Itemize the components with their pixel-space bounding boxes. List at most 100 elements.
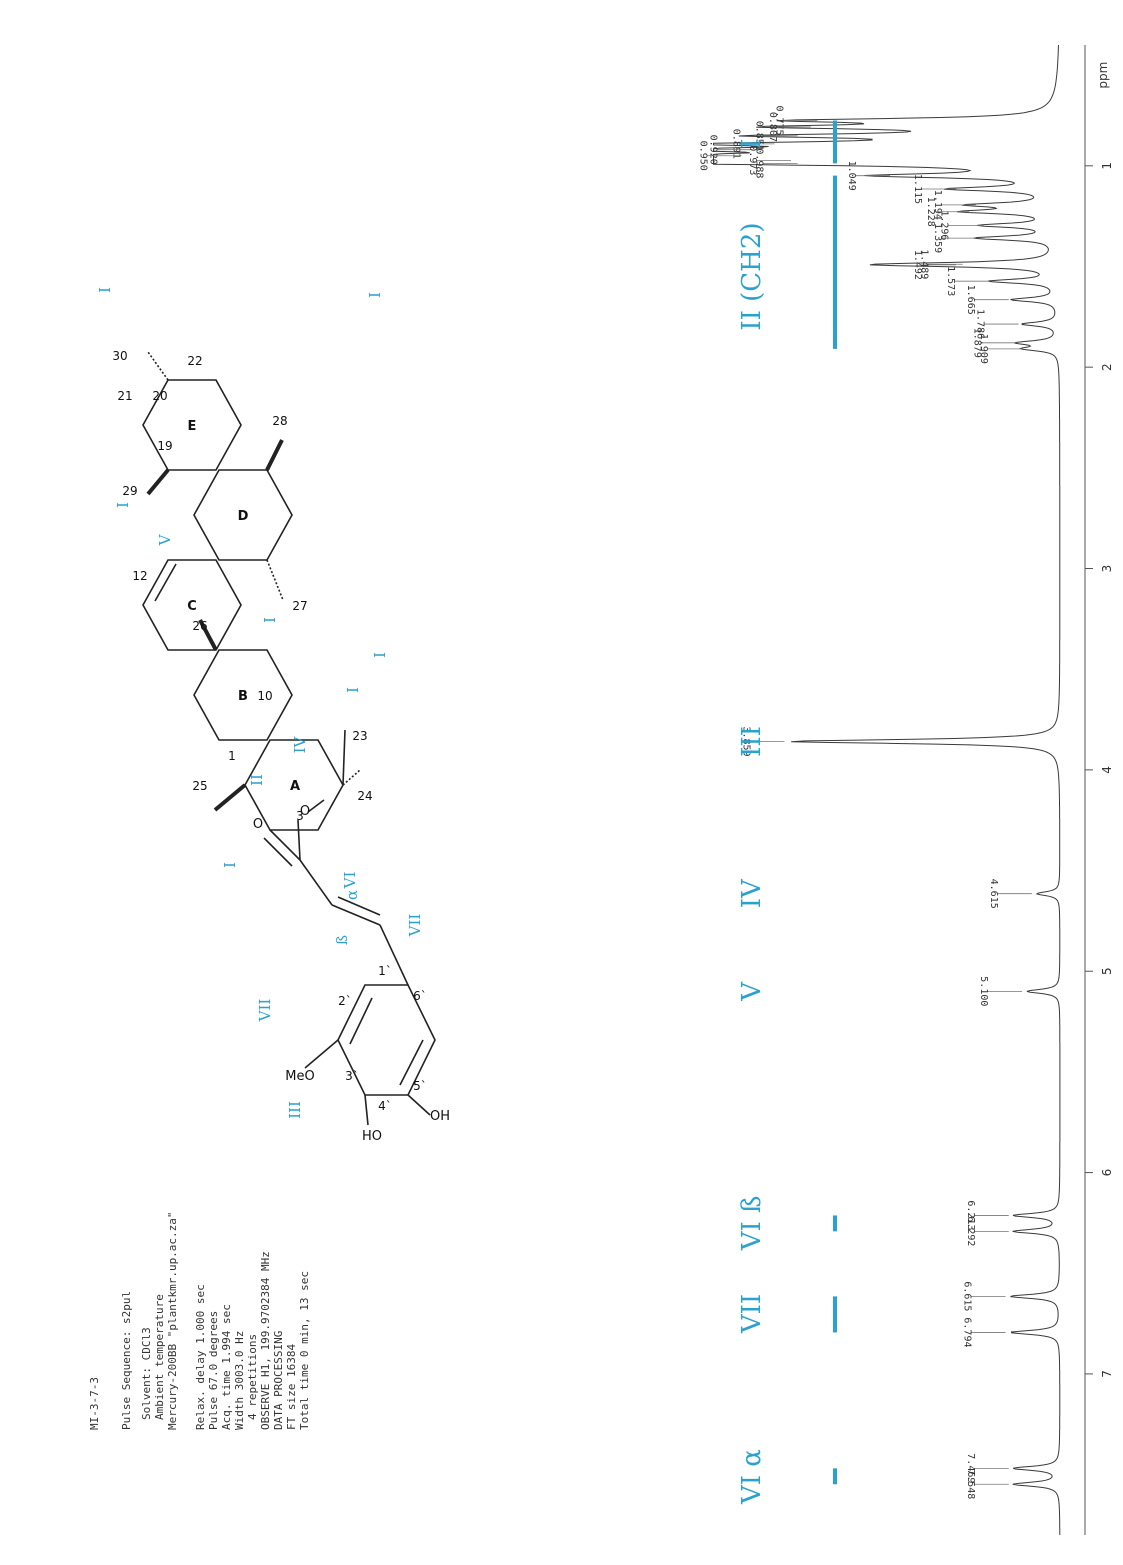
pulse: Pulse 67.0 degrees xyxy=(207,1311,220,1430)
ring-d xyxy=(193,469,293,561)
carbon-number: 26 xyxy=(192,619,207,633)
structure-labels: ABCDE1310121920212223242526272829301`2`3… xyxy=(96,287,450,1144)
structure-annotation: I xyxy=(221,862,239,868)
carbon-number: 12 xyxy=(132,569,147,583)
methyl-30 xyxy=(147,351,169,381)
ring-label: E xyxy=(188,419,197,434)
ester-bond xyxy=(297,819,301,861)
carbonyl-bond xyxy=(269,829,301,861)
carbon-number: 27 xyxy=(292,599,307,613)
assignment-label: V xyxy=(737,981,767,1002)
peak-label: 7.548 xyxy=(965,1469,976,1499)
group-label: OH xyxy=(430,1109,450,1124)
spectrum-trace xyxy=(713,44,1061,1535)
peak-label: 1.492 xyxy=(912,250,923,280)
structure-annotation: I xyxy=(114,502,132,508)
assignment-label: I xyxy=(737,139,767,149)
group-label: HO xyxy=(362,1129,382,1144)
carbon-number: 3 xyxy=(296,809,304,823)
structure-annotation: ß xyxy=(333,935,351,945)
carbon-number: 5` xyxy=(413,1079,427,1093)
carbon-number: 1 xyxy=(228,749,236,763)
group-label: O xyxy=(253,817,263,832)
repetitions: 4 repetitions xyxy=(246,1334,259,1420)
peak-label: 0.950 xyxy=(698,141,709,171)
peak-label: 7.469 xyxy=(965,1453,976,1483)
peak-label: 1.296 xyxy=(938,210,949,240)
peak-label: 0.988 xyxy=(754,148,765,178)
axis-tick-label: 1 xyxy=(1100,162,1114,170)
carbon-number: 25 xyxy=(192,779,207,793)
ft-size: FT size 16384 xyxy=(285,1344,298,1430)
group-label: O xyxy=(300,804,310,819)
methyl-28 xyxy=(265,439,284,471)
structure-annotation: IV xyxy=(291,735,309,753)
ring-c xyxy=(142,559,242,651)
structure-annotation: α xyxy=(343,890,361,900)
peak-label: 1.049 xyxy=(846,161,857,191)
acquisition-parameters: MI-3-7-3 Pulse Sequence: s2pul Solvent: … xyxy=(88,1211,311,1430)
axis-label: ppm xyxy=(1096,62,1110,89)
carbon-number: 23 xyxy=(352,729,367,743)
ester-bond xyxy=(307,799,325,813)
ring-label: D xyxy=(238,509,249,524)
carbon-number: 19 xyxy=(157,439,172,453)
chain-bond xyxy=(331,904,381,926)
methyl-25 xyxy=(213,783,247,812)
peak-label: 5.100 xyxy=(978,976,989,1006)
chain-bond xyxy=(379,924,409,986)
peak-label: 1.359 xyxy=(932,223,943,253)
peak-label: 1.194 xyxy=(932,190,943,220)
axis-tick-label: 7 xyxy=(1100,1370,1114,1378)
ring-c-double-bond xyxy=(154,563,177,602)
assignment-label: VII xyxy=(737,1294,767,1334)
peak-label: 1.228 xyxy=(925,197,936,227)
peak-label: 1.115 xyxy=(912,174,923,204)
assignment-label: VI α xyxy=(737,1449,767,1505)
data-processing: DATA PROCESSING xyxy=(272,1331,285,1430)
axis-tick-label: 2 xyxy=(1100,363,1114,371)
structure-annotation: II xyxy=(248,774,266,786)
structure-annotation: III xyxy=(286,1101,304,1119)
carbon-number: 1` xyxy=(378,964,392,978)
sample-id: MI-3-7-3 xyxy=(88,1377,101,1430)
ring-bond xyxy=(399,1039,424,1086)
carbon-number: 24 xyxy=(357,789,372,803)
carbon-number: 20 xyxy=(152,389,167,403)
peak-label: 1.879 xyxy=(971,328,982,358)
structure-annotation: I xyxy=(96,287,114,293)
carbon-number: 6` xyxy=(413,989,427,1003)
carbon-number: 10 xyxy=(257,689,272,703)
assignment-label: VI ß xyxy=(737,1196,767,1252)
relax-delay: Relax. delay 1.000 sec xyxy=(194,1284,207,1430)
ring-b xyxy=(193,649,293,741)
peak-label: 3.859 xyxy=(740,726,751,756)
axis-tick-label: 6 xyxy=(1100,1169,1114,1177)
peak-label: 0.775 xyxy=(773,105,784,135)
bond-to-ho xyxy=(364,1094,369,1126)
ring-label: C xyxy=(187,599,197,614)
structure-annotation: V xyxy=(156,533,174,546)
axis-tick-label: 4 xyxy=(1100,766,1114,774)
sweep-width: Width 3003.0 Hz xyxy=(233,1331,246,1430)
peak-label: 1.786 xyxy=(975,309,986,339)
group-label: MeO xyxy=(285,1069,314,1084)
methyl-29 xyxy=(146,468,170,496)
peak-label: 1.909 xyxy=(978,334,989,364)
nmr-spectrum: 1234567ppm0.7750.8070.8510.8910.9200.950… xyxy=(698,44,1114,1535)
structure-annotation: VII xyxy=(406,914,424,938)
peak-label: 4.615 xyxy=(988,879,999,909)
peak-label: 0.807 xyxy=(767,112,778,142)
chain-double-bond xyxy=(337,896,381,916)
peak-label: 0.973 xyxy=(747,145,758,175)
carbon-number: 2` xyxy=(338,994,352,1008)
peak-label: 0.891 xyxy=(731,129,742,159)
solvent: Solvent: CDCl3 xyxy=(140,1327,153,1420)
pulse-sequence: Pulse Sequence: s2pul xyxy=(120,1291,133,1430)
chain-bond xyxy=(299,859,333,906)
methyl-23 xyxy=(342,729,346,786)
instrument: Mercury-200BB "plantkmr.up.ac.za" xyxy=(166,1211,179,1430)
structure-annotation: I xyxy=(344,687,362,693)
axis-tick-label: 3 xyxy=(1100,565,1114,573)
